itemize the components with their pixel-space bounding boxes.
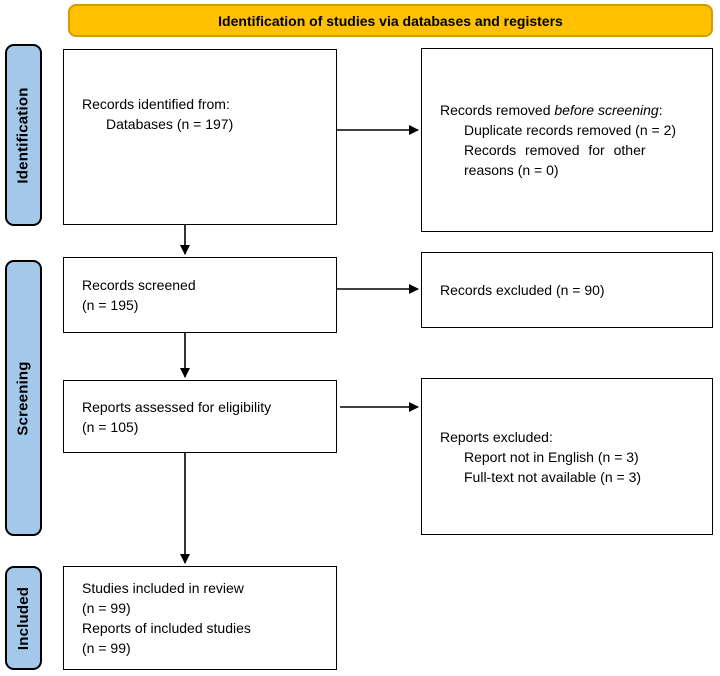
records-removed-box: Records removed before screening: Duplic… [421,48,713,232]
records-screened-line2: (n = 195) [82,297,139,313]
reports-excluded-box: Reports excluded: Report not in English … [421,378,713,535]
records-removed-line4: reasons (n = 0) [464,162,559,178]
reports-assessed-box: Reports assessed for eligibility (n = 10… [63,380,337,453]
records-excluded-box: Records excluded (n = 90) [421,252,713,328]
stage-label-screening: Screening [5,260,42,536]
stage-label-identification: Identification [5,44,42,226]
banner-identification-via-databases: Identification of studies via databases … [68,4,713,37]
studies-included-line4: (n = 99) [82,640,131,656]
studies-included-box: Studies included in review (n = 99) Repo… [63,566,337,670]
stage-label-screening-text: Screening [15,360,33,436]
reports-assessed-line2: (n = 105) [82,418,139,435]
records-removed-line1-italic: before screening [554,102,659,118]
records-identified-line1: Records identified from: [82,96,230,112]
stage-label-identification-text: Identification [15,86,33,184]
studies-included-line2: (n = 99) [82,600,131,616]
records-removed-line3: Records removed for other [464,142,646,158]
records-identified-line2: Databases (n = 197) [106,116,234,132]
records-removed-line1: Records removed before screening: [440,100,702,120]
records-removed-line1-prefix: Records removed [440,102,555,118]
records-excluded-line1: Records excluded (n = 90) [440,282,605,298]
stage-label-included: Included [5,566,42,670]
studies-included-line3: Reports of included studies [82,620,251,636]
studies-included-line1: Studies included in review [82,580,244,596]
records-identified-box: Records identified from: Databases (n = … [63,49,337,225]
records-screened-line1: Records screened [82,277,196,293]
reports-assessed-line1: Reports assessed for eligibility [82,398,272,415]
reports-excluded-line2: Report not in English (n = 3) [464,448,639,465]
stage-label-included-text: Included [15,586,32,650]
reports-excluded-line1: Reports excluded: [440,428,553,445]
records-removed-line1-suffix: : [658,102,663,118]
banner-label: Identification of studies via databases … [218,12,563,29]
records-removed-line2: Duplicate records removed (n = 2) [464,122,677,138]
reports-excluded-line3: Full-text not available (n = 3) [464,468,642,485]
records-screened-box: Records screened (n = 195) [63,257,337,333]
